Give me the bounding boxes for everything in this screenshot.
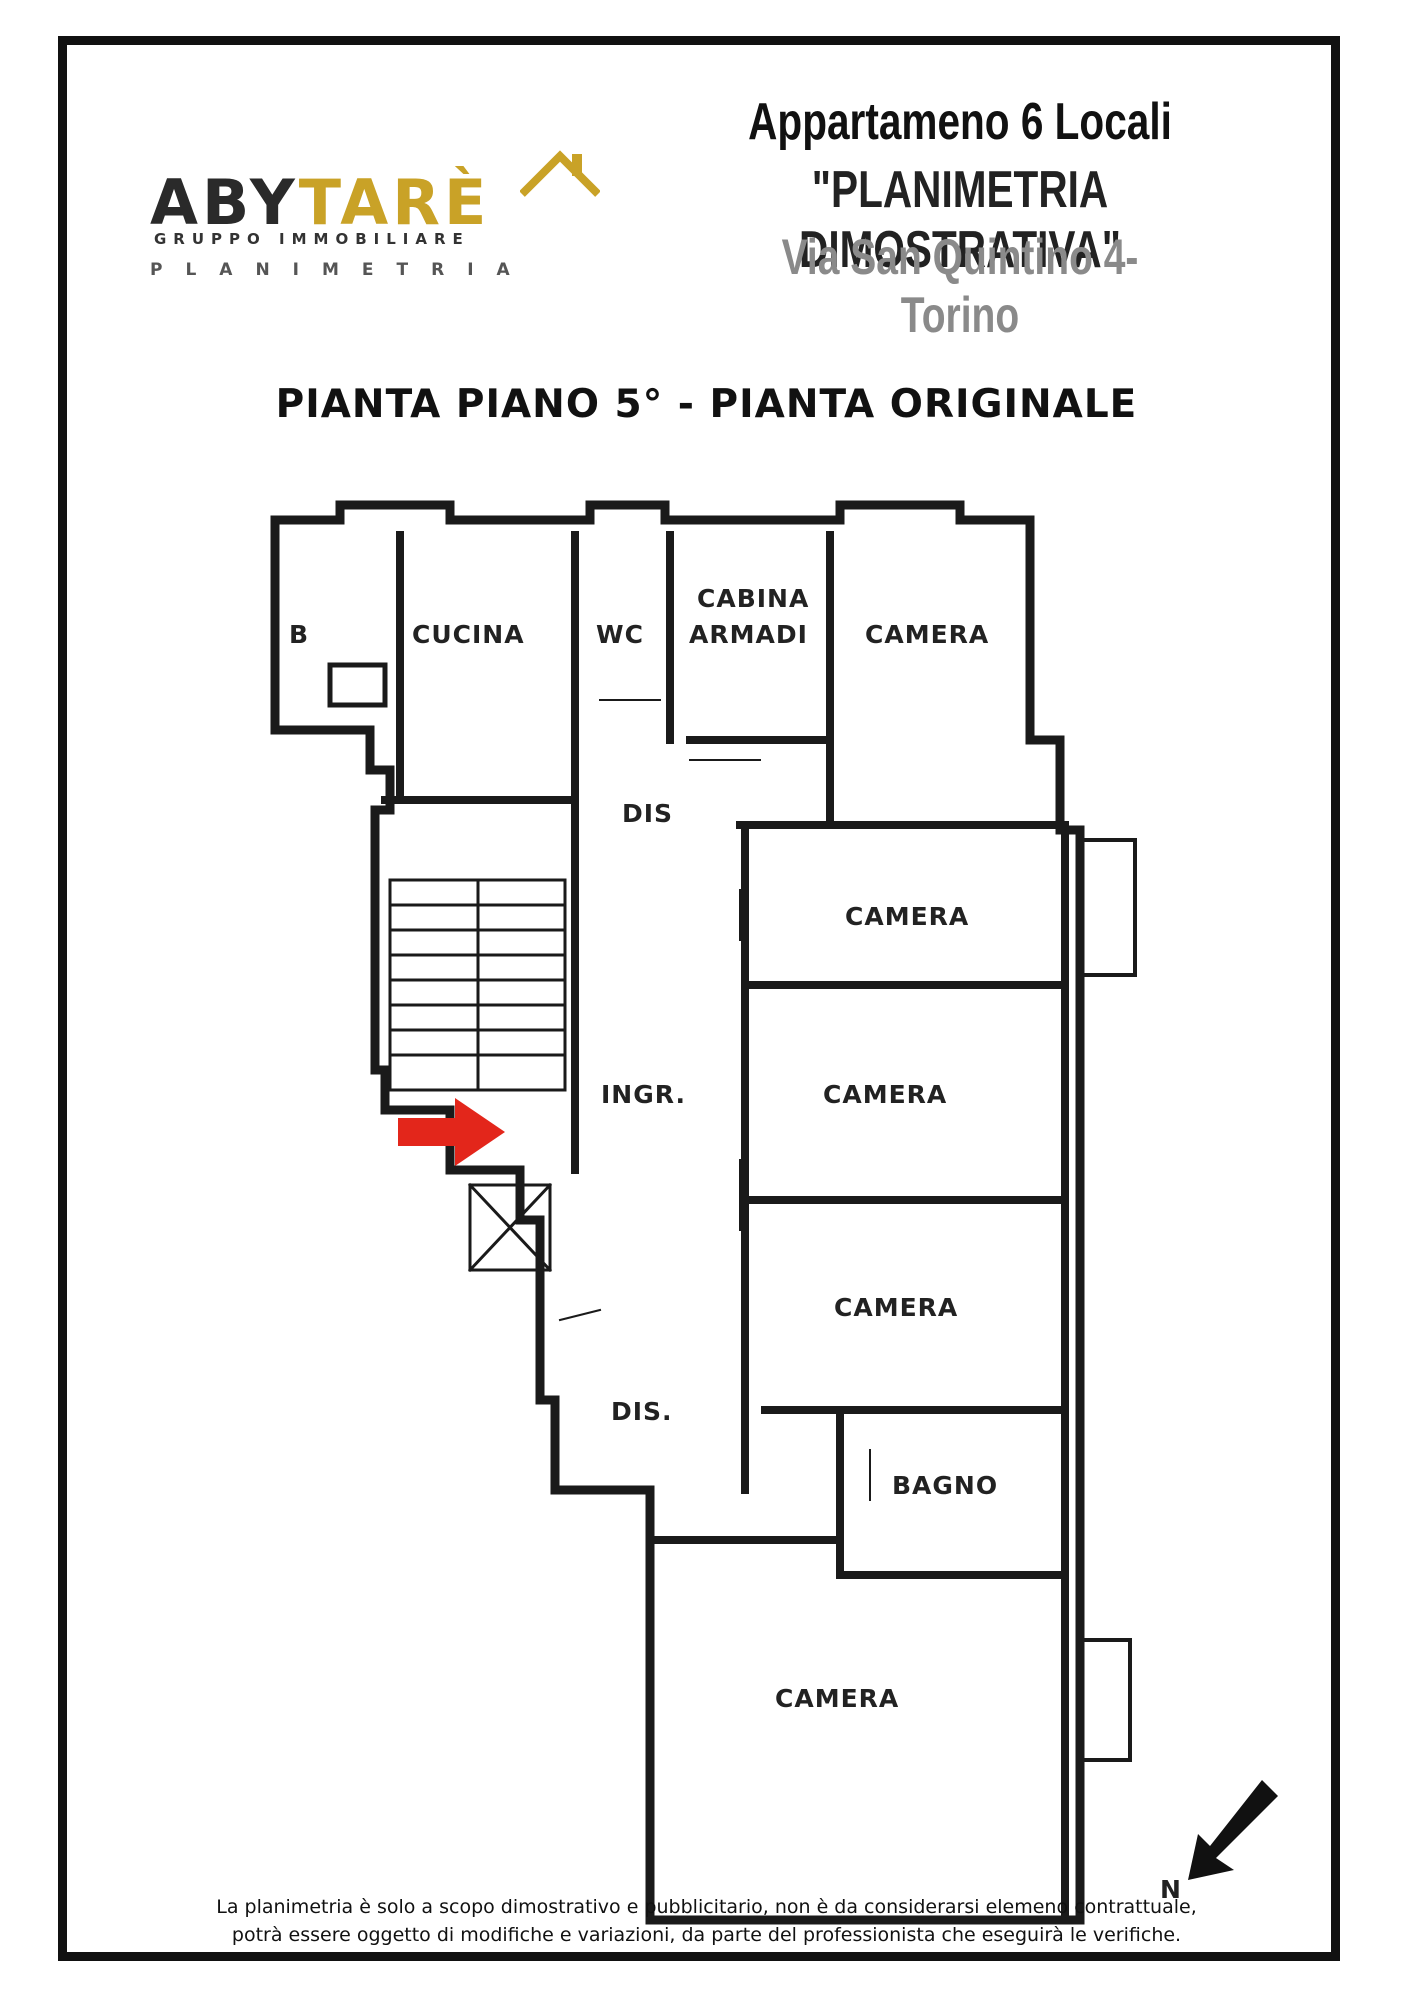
room-label-camera-2: CAMERA [845,902,969,931]
stair-core [388,878,567,1273]
floor-plan-title: PIANTA PIANO 5° - PIANTA ORIGINALE [275,382,1138,427]
logo-brand-left: ABY [150,166,299,239]
logo-wordmark: ABYTARÈ [150,166,490,239]
interior-walls [381,531,1069,1924]
disclaimer-line-1: La planimetria è solo a scopo dimostrati… [216,1896,1197,1918]
wall-details [558,699,871,1501]
room-label-wc: WC [596,620,644,649]
room-label-camera-bottom: CAMERA [775,1684,899,1713]
room-label-dis-top: DIS [622,799,673,828]
listing-title: Appartameno 6 Locali [748,93,1172,151]
roof-icon [520,150,600,197]
balcony-wall [272,517,388,733]
disclaimer-line-2: potrà essere oggetto di modifiche e vari… [231,1924,1182,1946]
plan-type-label: "PLANIMETRIA DIMOSTRATIVA" [799,161,1121,279]
room-label-cucina: CUCINA [412,620,525,649]
address: Via San Quintino 4- Torino [781,229,1139,343]
room-label-armadi: ARMADI [689,620,808,649]
company-logo: ABYTARÈ GRUPPO IMMOBILIARE PLANIMETRIA [150,148,600,288]
room-label-camera-top: CAMERA [865,620,989,649]
logo-subtitle: PLANIMETRIA [150,260,533,280]
room-label-dis-bottom: DIS. [611,1397,673,1426]
room-label-cabina: CABINA [697,584,809,613]
walls [270,500,1137,1925]
room-label-camera-4: CAMERA [834,1293,958,1322]
north-label: N [1160,1875,1182,1904]
entrance-arrow-icon [398,1098,505,1166]
north-arrow-icon [1188,1780,1278,1880]
room-label-camera-3: CAMERA [823,1080,947,1109]
room-label-bagno: BAGNO [892,1471,998,1500]
room-label-ingresso: INGR. [601,1080,686,1109]
logo-brand-right: TARÈ [298,166,491,239]
right-balcony-wall [1078,838,1137,1762]
disclaimer: La planimetria è solo a scopo dimostrati… [100,1893,1313,1949]
room-label-b: B [289,620,309,649]
logo-tagline: GRUPPO IMMOBILIARE [154,230,470,248]
outer-wall [270,500,1085,1925]
